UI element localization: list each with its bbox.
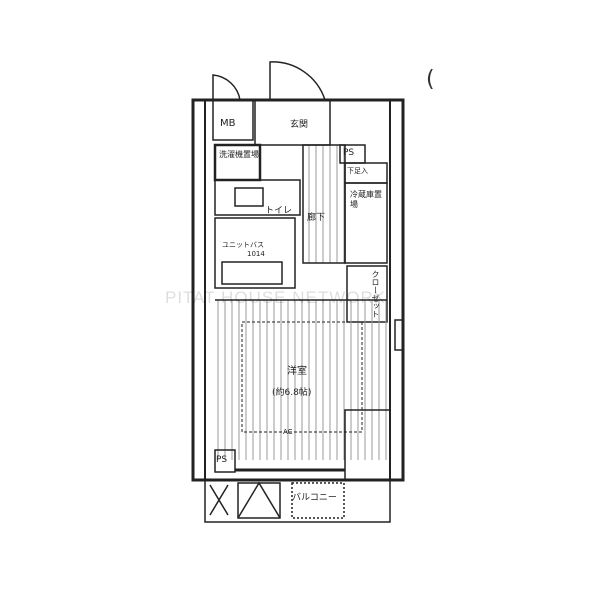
door-arc-entrance [269,61,326,101]
label-shoe-storage: 下足入 [347,167,368,175]
label-fridge: 冷蔵庫置場 [350,190,382,209]
label-unit-bath: ユニットバス [222,241,264,249]
ps-bottom [214,449,236,473]
label-ps-bottom: PS [216,455,228,465]
label-toilet: トイレ [265,206,293,216]
label-room-size: (約6.8帖) [272,388,312,398]
label-western-room: 洋室 [287,366,307,377]
label-closet: クローゼット [371,270,380,318]
balcony [204,479,391,523]
western-room-floor [215,300,387,460]
hallway [302,144,346,264]
door-arc-mb [212,74,241,101]
unit-bath [214,217,296,289]
label-mb: MB [220,118,236,129]
label-laundry: 洗濯機置場 [219,150,259,159]
label-hallway: 廊下 [307,213,326,223]
label-balcony: バルコニー [292,493,337,503]
compass-mark: ( [426,67,435,92]
fridge-area [344,182,388,264]
toilet-room [214,179,301,216]
label-ac: AC [283,428,293,436]
label-bath-size: 1014 [247,250,265,258]
watermark: PITAT HOUSE NETWORK [165,288,387,307]
mb-closet [212,99,254,141]
label-ps-top: PS [343,148,355,158]
label-entrance: 玄関 [290,120,309,130]
